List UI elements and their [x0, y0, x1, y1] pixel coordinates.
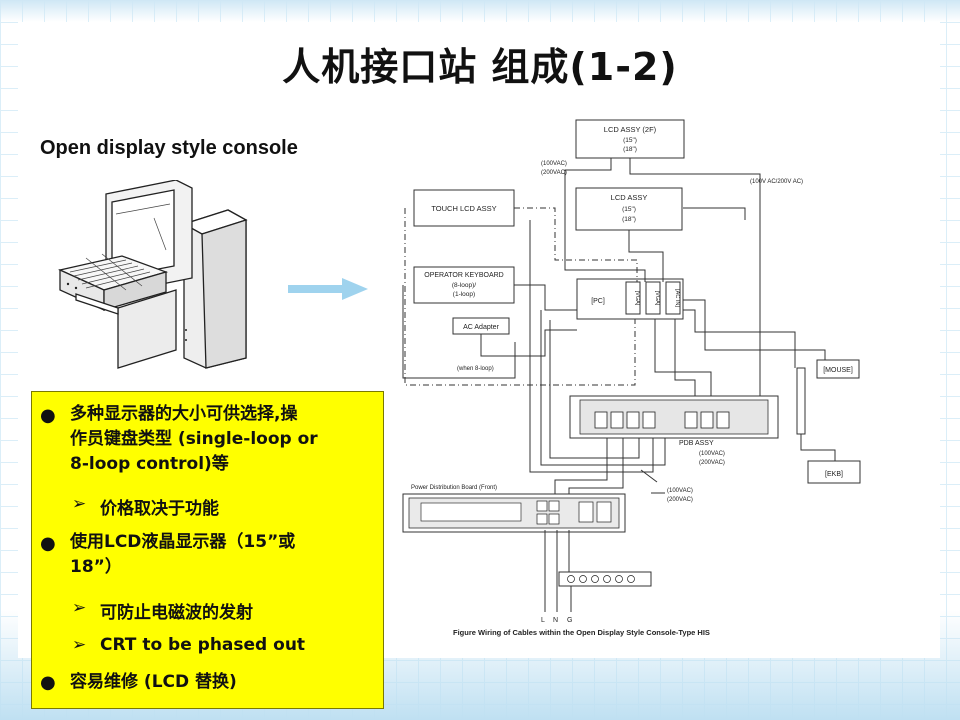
bullet-item-display-options: 多种显示器的大小可供选择,操 作员键盘类型 (single-loop or 8-…	[70, 402, 318, 477]
voltage-label-left: (200VAC)	[541, 170, 567, 176]
lcd-assy-2f-size: (15")	[623, 137, 637, 144]
ekb-label: [EKB]	[825, 471, 843, 478]
ac-adapter-label: AC Adapter	[463, 324, 499, 331]
ekb-box	[807, 460, 861, 484]
keyboard-loop: (8-loop)/	[452, 282, 476, 289]
outlet-strip-sockets	[567, 575, 635, 583]
figure-caption: Figure Wiring of Cables within the Open …	[453, 628, 710, 637]
bullet-text-line: 作员键盘类型 (single-loop or	[70, 429, 318, 449]
pdb-front-sockets	[536, 500, 612, 525]
lng-label: L	[541, 617, 545, 624]
sub-bullet-arrow-icon: ➢	[72, 598, 87, 618]
pdb-voltage: (100VAC)	[699, 451, 725, 457]
page-title: 人机接口站 组成(1-2)	[282, 45, 678, 89]
wire	[683, 299, 826, 360]
bullet-dot-icon: ●	[40, 405, 56, 426]
background-top-band	[0, 0, 960, 22]
wire	[640, 469, 658, 483]
wire	[480, 329, 577, 357]
sub-bullet-crt: CRT to be phased out	[100, 635, 306, 655]
vga-slot	[645, 281, 661, 315]
sub-bullet-arrow-icon: ➢	[72, 494, 87, 514]
wire-dashed	[404, 208, 636, 386]
arrow-icon	[288, 278, 368, 300]
wire	[564, 158, 646, 282]
lcd-assy-2f-box	[575, 119, 685, 159]
keyboard-box	[413, 266, 515, 304]
pdb-assy-panel	[579, 399, 769, 435]
lng-label: G	[567, 617, 572, 624]
wire	[529, 220, 654, 473]
wire-dashed	[514, 207, 638, 282]
mouse-label: [MOUSE]	[823, 367, 853, 374]
bullet-dot-icon: ●	[40, 533, 56, 554]
voltage-label-bottom: (200VAC)	[667, 497, 693, 503]
lng-label: N	[553, 617, 558, 624]
wire	[683, 309, 796, 368]
wire	[683, 207, 746, 220]
bullet-item-lcd: 使用LCD液晶显示器（15”或 18”）	[70, 530, 295, 580]
lcd-assy-box	[575, 187, 683, 231]
sub-bullet-emission: 可防止电磁波的发射	[100, 603, 253, 623]
lcd-assy-size: (15")	[622, 206, 636, 213]
wire	[402, 285, 516, 379]
voltage-label-bottom: (100VAC)	[667, 488, 693, 494]
ac-in-label: [AC IN]	[674, 289, 680, 307]
keyboard-loop: (1-loop)	[453, 291, 475, 298]
ac-in-slot	[665, 281, 681, 315]
vga-label: [VGA]	[654, 291, 660, 306]
wire	[629, 158, 761, 396]
lcd-assy-size: (18")	[622, 216, 636, 223]
bullet-box: ● 多种显示器的大小可供选择,操 作员键盘类型 (single-loop or …	[31, 391, 384, 709]
lcd-assy-2f-label: LCD ASSY (2F)	[604, 125, 657, 134]
voltage-label-left: (100VAC)	[541, 161, 567, 167]
wire	[654, 319, 712, 396]
console-illustration	[57, 180, 248, 369]
bullet-item-maintenance: 容易维修 (LCD 替换)	[70, 672, 237, 692]
lcd-assy-2f-size: (18")	[623, 146, 637, 153]
voltage-label-right: (100V AC/200V AC)	[750, 179, 803, 185]
wire	[628, 230, 664, 282]
sub-bullet-price: 价格取决于功能	[100, 499, 219, 519]
pdb-assy-label: PDB ASSY	[679, 440, 714, 447]
wire	[540, 310, 666, 466]
touch-lcd-label: TOUCH LCD ASSY	[431, 204, 496, 213]
pdb-voltage: (200VAC)	[699, 460, 725, 466]
when-8-loop-label: (when 8-loop)	[457, 366, 494, 372]
wire	[800, 434, 836, 461]
bullet-text-line: 多种显示器的大小可供选择,操	[70, 404, 298, 424]
mouse-box	[816, 359, 860, 379]
ekb-cable-ferrite	[796, 367, 806, 435]
bullet-text-line: 8-loop control)等	[70, 454, 229, 474]
wire	[549, 320, 640, 459]
vga-label: [VGA]	[634, 291, 640, 306]
pdb-front-label: Power Distribution Board (Front)	[411, 485, 497, 491]
pc-label: [PC]	[591, 298, 605, 305]
sub-bullet-arrow-icon: ➢	[72, 635, 87, 655]
bullet-text-line: 使用LCD液晶显示器（15”或	[70, 532, 296, 552]
pdb-sockets	[594, 411, 730, 429]
pdb-breaker-row	[420, 502, 522, 522]
lcd-assy-label: LCD ASSY	[611, 193, 648, 202]
bullet-dot-icon: ●	[40, 672, 56, 693]
vga-slot	[625, 281, 641, 315]
wiring-diagram: LCD ASSY (2F) (15") (18") LCD ASSY (15")…	[395, 110, 875, 645]
subtitle: Open display style console	[40, 137, 298, 159]
wire	[674, 319, 696, 396]
touch-lcd-box	[413, 189, 515, 227]
keyboard-label: OPERATOR KEYBOARD	[424, 272, 503, 279]
bullet-text-line: 18”）	[70, 557, 122, 577]
